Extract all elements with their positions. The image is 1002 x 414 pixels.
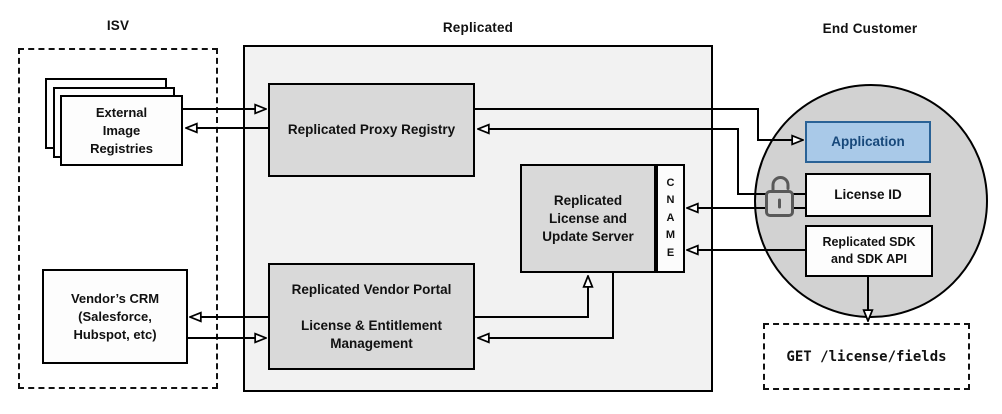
edge-license-server-to-portal	[478, 273, 614, 338]
edge-portal-to-license-server	[475, 276, 588, 318]
cname-strip: C N A M E	[656, 164, 685, 273]
get-license-fields-box: GET /license/fields	[763, 323, 970, 390]
external-image-registries-label: External Image Registries	[90, 104, 153, 156]
replicated-sdk-node: Replicated SDK and SDK API	[805, 225, 933, 277]
vendors-crm-node: Vendor’s CRM (Salesforce, Hubspot, etc)	[42, 269, 188, 364]
application-label: Application	[831, 134, 905, 149]
license-id-label: License ID	[834, 187, 902, 202]
replicated-license-update-server-node: Replicated License and Update Server	[520, 164, 656, 273]
replicated-proxy-registry-node: Replicated Proxy Registry	[268, 83, 475, 177]
section-label-replicated: Replicated	[442, 20, 514, 35]
replicated-vendor-portal-label: Replicated Vendor Portal License & Entit…	[291, 281, 452, 351]
replicated-proxy-registry-label: Replicated Proxy Registry	[287, 122, 456, 137]
cname-label: C N A M E	[665, 176, 676, 259]
application-node: Application	[805, 121, 931, 163]
unlock-icon	[765, 176, 794, 217]
license-id-node: License ID	[805, 173, 931, 217]
external-image-registries-node: External Image Registries	[60, 95, 183, 166]
section-label-isv: ISV	[106, 18, 130, 33]
replicated-sdk-label: Replicated SDK and SDK API	[822, 235, 916, 266]
section-label-end-customer: End Customer	[822, 21, 918, 36]
edge-proxy-to-application	[475, 108, 803, 140]
replicated-license-update-server-label: Replicated License and Update Server	[542, 192, 634, 244]
replicated-vendor-portal-node: Replicated Vendor Portal License & Entit…	[268, 263, 475, 370]
get-license-fields-label: GET /license/fields	[786, 348, 947, 365]
vendors-crm-label: Vendor’s CRM (Salesforce, Hubspot, etc)	[70, 290, 160, 342]
